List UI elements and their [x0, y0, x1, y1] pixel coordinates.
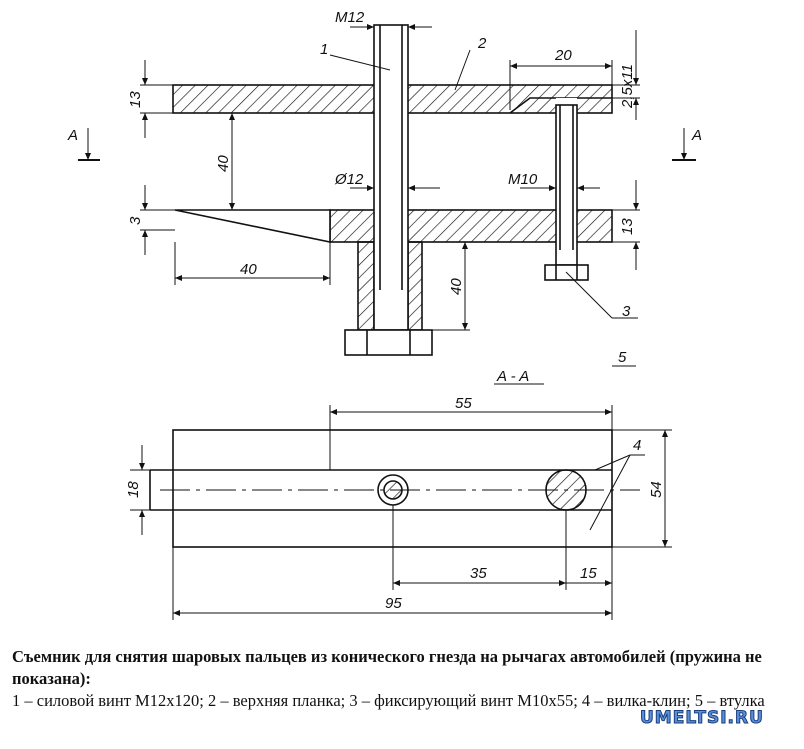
label-dim-95: 95 — [385, 595, 402, 612]
label-dim-40-vert: 40 — [215, 155, 232, 172]
label-section-a-left: A — [67, 127, 78, 144]
figure-caption: Съемник для снятия шаровых пальцев из ко… — [12, 646, 797, 712]
label-dim-13-right: 13 — [619, 218, 636, 235]
caption-title: Съемник для снятия шаровых пальцев из ко… — [12, 647, 762, 688]
label-part-1: 1 — [320, 41, 328, 58]
label-m12: M12 — [335, 9, 365, 26]
label-dim-40-horiz: 40 — [240, 261, 257, 278]
watermark-logo: UMELTSI.RU — [640, 708, 764, 729]
label-slot: 2,5x11 — [619, 64, 636, 109]
label-dia-12: Ø12 — [334, 171, 364, 188]
drawing-labels: M12 1 2 20 2,5x11 13 A A 40 Ø12 M10 3 13… — [67, 9, 702, 612]
label-dim-18: 18 — [125, 481, 142, 498]
label-dim-40-sleeve: 40 — [448, 278, 465, 295]
section-title: A - A — [496, 368, 529, 385]
label-part-3: 3 — [622, 303, 631, 320]
dimension-lines — [78, 24, 696, 385]
section-dimension-lines — [130, 405, 672, 620]
label-part-2: 2 — [477, 35, 487, 52]
power-screw — [344, 24, 433, 356]
label-dim-15: 15 — [580, 565, 597, 582]
label-dim-54: 54 — [648, 481, 665, 498]
label-part-4: 4 — [633, 437, 641, 454]
label-section-a-right: A — [691, 127, 702, 144]
caption-legend: 1 – силовой винт М12х120; 2 – верхняя пл… — [12, 691, 765, 710]
label-dim-13-top: 13 — [127, 91, 144, 108]
label-dim-35: 35 — [470, 565, 487, 582]
label-dim-3: 3 — [127, 216, 144, 225]
label-m10: M10 — [508, 171, 538, 188]
label-dim-20: 20 — [554, 47, 572, 64]
label-part-5: 5 — [618, 349, 627, 366]
fixing-screw — [544, 104, 589, 281]
label-dim-55: 55 — [455, 395, 472, 412]
